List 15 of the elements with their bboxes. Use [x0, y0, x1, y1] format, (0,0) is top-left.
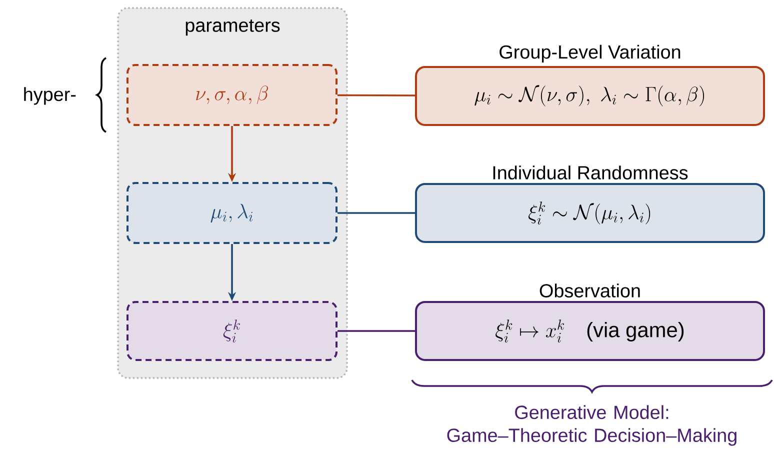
- box-heading: Individual Randomness: [493, 166, 688, 180]
- box-heading: Group-Level Variation: [500, 44, 680, 62]
- model-box: $\mu_i \sim \mathcal{N}(\nu,\sigma),\ \lambda_i \sim \Gamma(\alpha,\beta)$: [415, 66, 765, 126]
- brace-label: hyper-: [24, 87, 76, 105]
- connector-line: [338, 212, 415, 214]
- group-title: parameters: [186, 20, 280, 36]
- box-heading: Observation: [540, 284, 640, 298]
- connector-line: [338, 94, 415, 96]
- parameter-box: $\nu, \sigma, \alpha, \beta$: [126, 64, 338, 126]
- model-box: $\xi_i^k \sim \mathcal{N}(\mu_i,\lambda_i)$: [415, 182, 765, 243]
- model-box: $\xi_i^k \mapsto x_i^k \quad \text{(via game)}$: [415, 300, 765, 361]
- parameter-box: $\mu_i, \lambda_i$: [126, 182, 338, 244]
- connector-line: [338, 330, 415, 332]
- parameter-box: $\xi_i^k$: [126, 300, 338, 361]
- brace-label: Generative Model: Game–Theoretic Decision–Making: [447, 405, 736, 446]
